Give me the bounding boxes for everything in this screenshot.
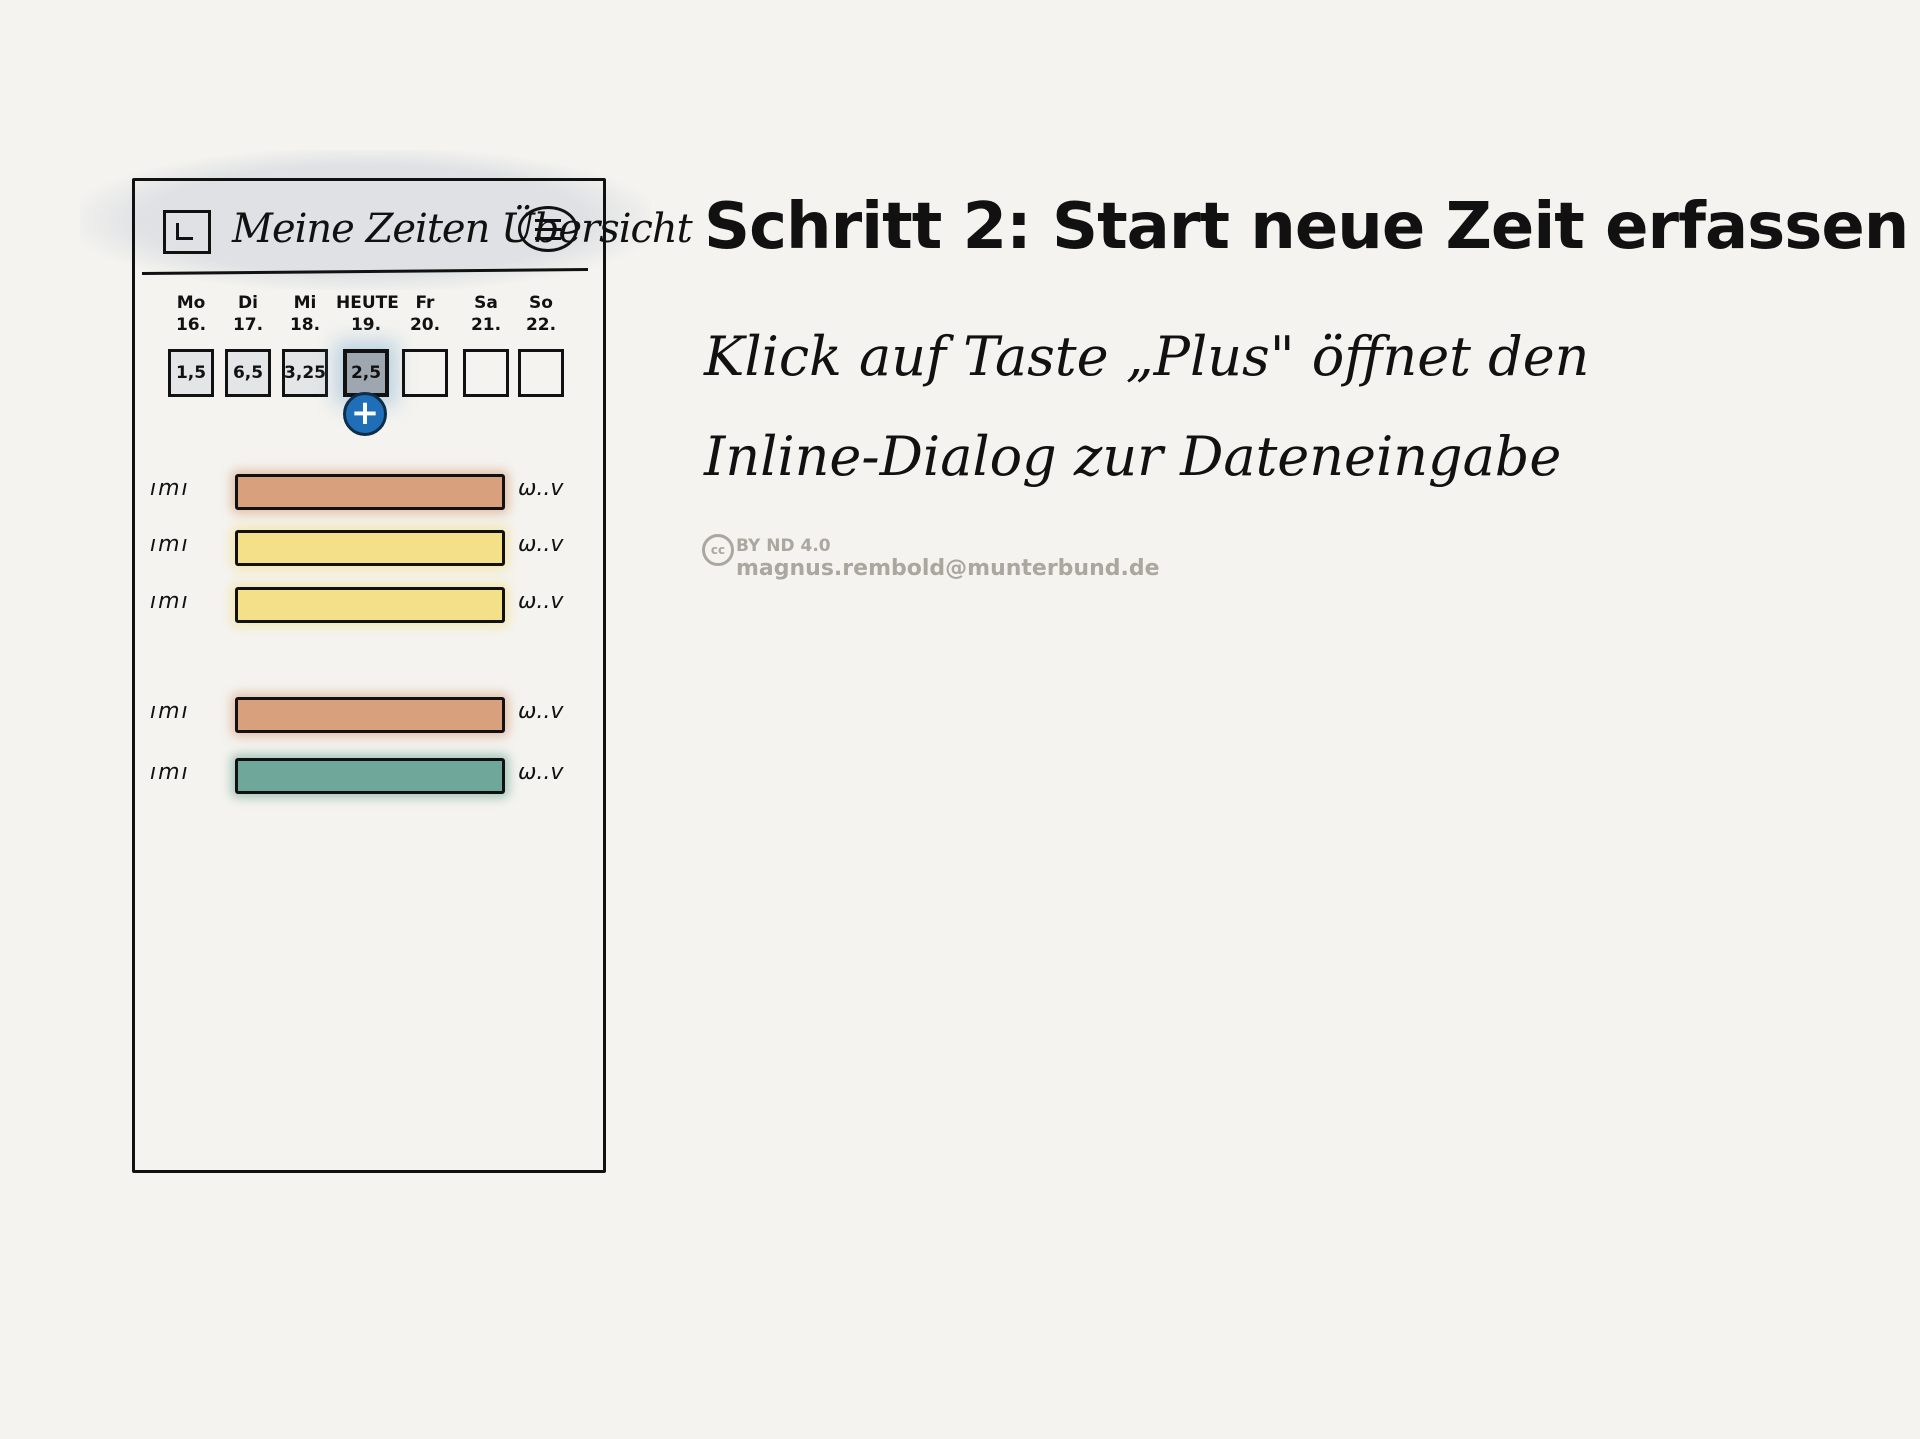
date: 19. [350, 315, 382, 335]
time-entry-bar[interactable] [235, 758, 505, 794]
date: 17. [232, 315, 264, 335]
day-hours-box[interactable]: 6,5 [225, 349, 271, 397]
entry-duration: ѡ..v [518, 476, 564, 501]
weekday: Di [238, 293, 258, 313]
day-label: Di 17. [218, 292, 278, 336]
back-icon[interactable] [163, 210, 211, 254]
date: 16. [175, 315, 207, 335]
time-entry-bar[interactable] [235, 530, 505, 566]
entry-label: ımı [150, 476, 190, 501]
app-title: Meine Zeiten Übersicht [232, 206, 693, 252]
time-entry-bar[interactable] [235, 474, 505, 510]
entry-duration: ѡ..v [518, 589, 564, 614]
menu-icon[interactable] [518, 206, 578, 252]
step-heading: Schritt 2: Start neue Zeit erfassen [704, 190, 1909, 264]
day-hours-box[interactable] [518, 349, 564, 397]
cc-icon: cc [702, 534, 734, 566]
date: 22. [525, 315, 557, 335]
license-terms: BY ND 4.0 [736, 536, 831, 556]
license-email: magnus.rembold@munterbund.de [736, 556, 1160, 581]
entry-duration: ѡ..v [518, 532, 564, 557]
weekday: So [529, 293, 553, 313]
day-hours-box[interactable] [402, 349, 448, 397]
date: 18. [289, 315, 321, 335]
day-hours-box[interactable] [463, 349, 509, 397]
day-hours-box[interactable]: 2,5 [343, 349, 389, 397]
weekday: Fr [415, 293, 435, 313]
weekday: Mi [293, 293, 317, 313]
weekday: HEUTE [336, 293, 399, 313]
time-entry-bar[interactable] [235, 587, 505, 623]
day-hours-box[interactable]: 3,25 [282, 349, 328, 397]
day-label: So 22. [511, 292, 571, 336]
day-label: Mo 16. [161, 292, 221, 336]
day-label: Sa 21. [456, 292, 516, 336]
day-label: Mi 18. [275, 292, 335, 336]
description-line-1: Klick auf Taste „Plus" öffnet den [704, 325, 1590, 388]
entry-duration: ѡ..v [518, 760, 564, 785]
day-label: HEUTE 19. [336, 292, 399, 336]
entry-label: ımı [150, 760, 190, 785]
entry-label: ımı [150, 532, 190, 557]
weekday: Mo [176, 293, 206, 313]
day-label: Fr 20. [395, 292, 455, 336]
entry-label: ımı [150, 699, 190, 724]
entry-duration: ѡ..v [518, 699, 564, 724]
date: 21. [470, 315, 502, 335]
entry-label: ımı [150, 589, 190, 614]
plus-icon[interactable]: + [343, 392, 387, 436]
date: 20. [409, 315, 441, 335]
description-line-2: Inline-Dialog zur Dateneingabe [704, 425, 1562, 488]
weekday: Sa [474, 293, 498, 313]
time-entry-bar[interactable] [235, 697, 505, 733]
day-hours-box[interactable]: 1,5 [168, 349, 214, 397]
phone-frame [132, 178, 606, 1173]
